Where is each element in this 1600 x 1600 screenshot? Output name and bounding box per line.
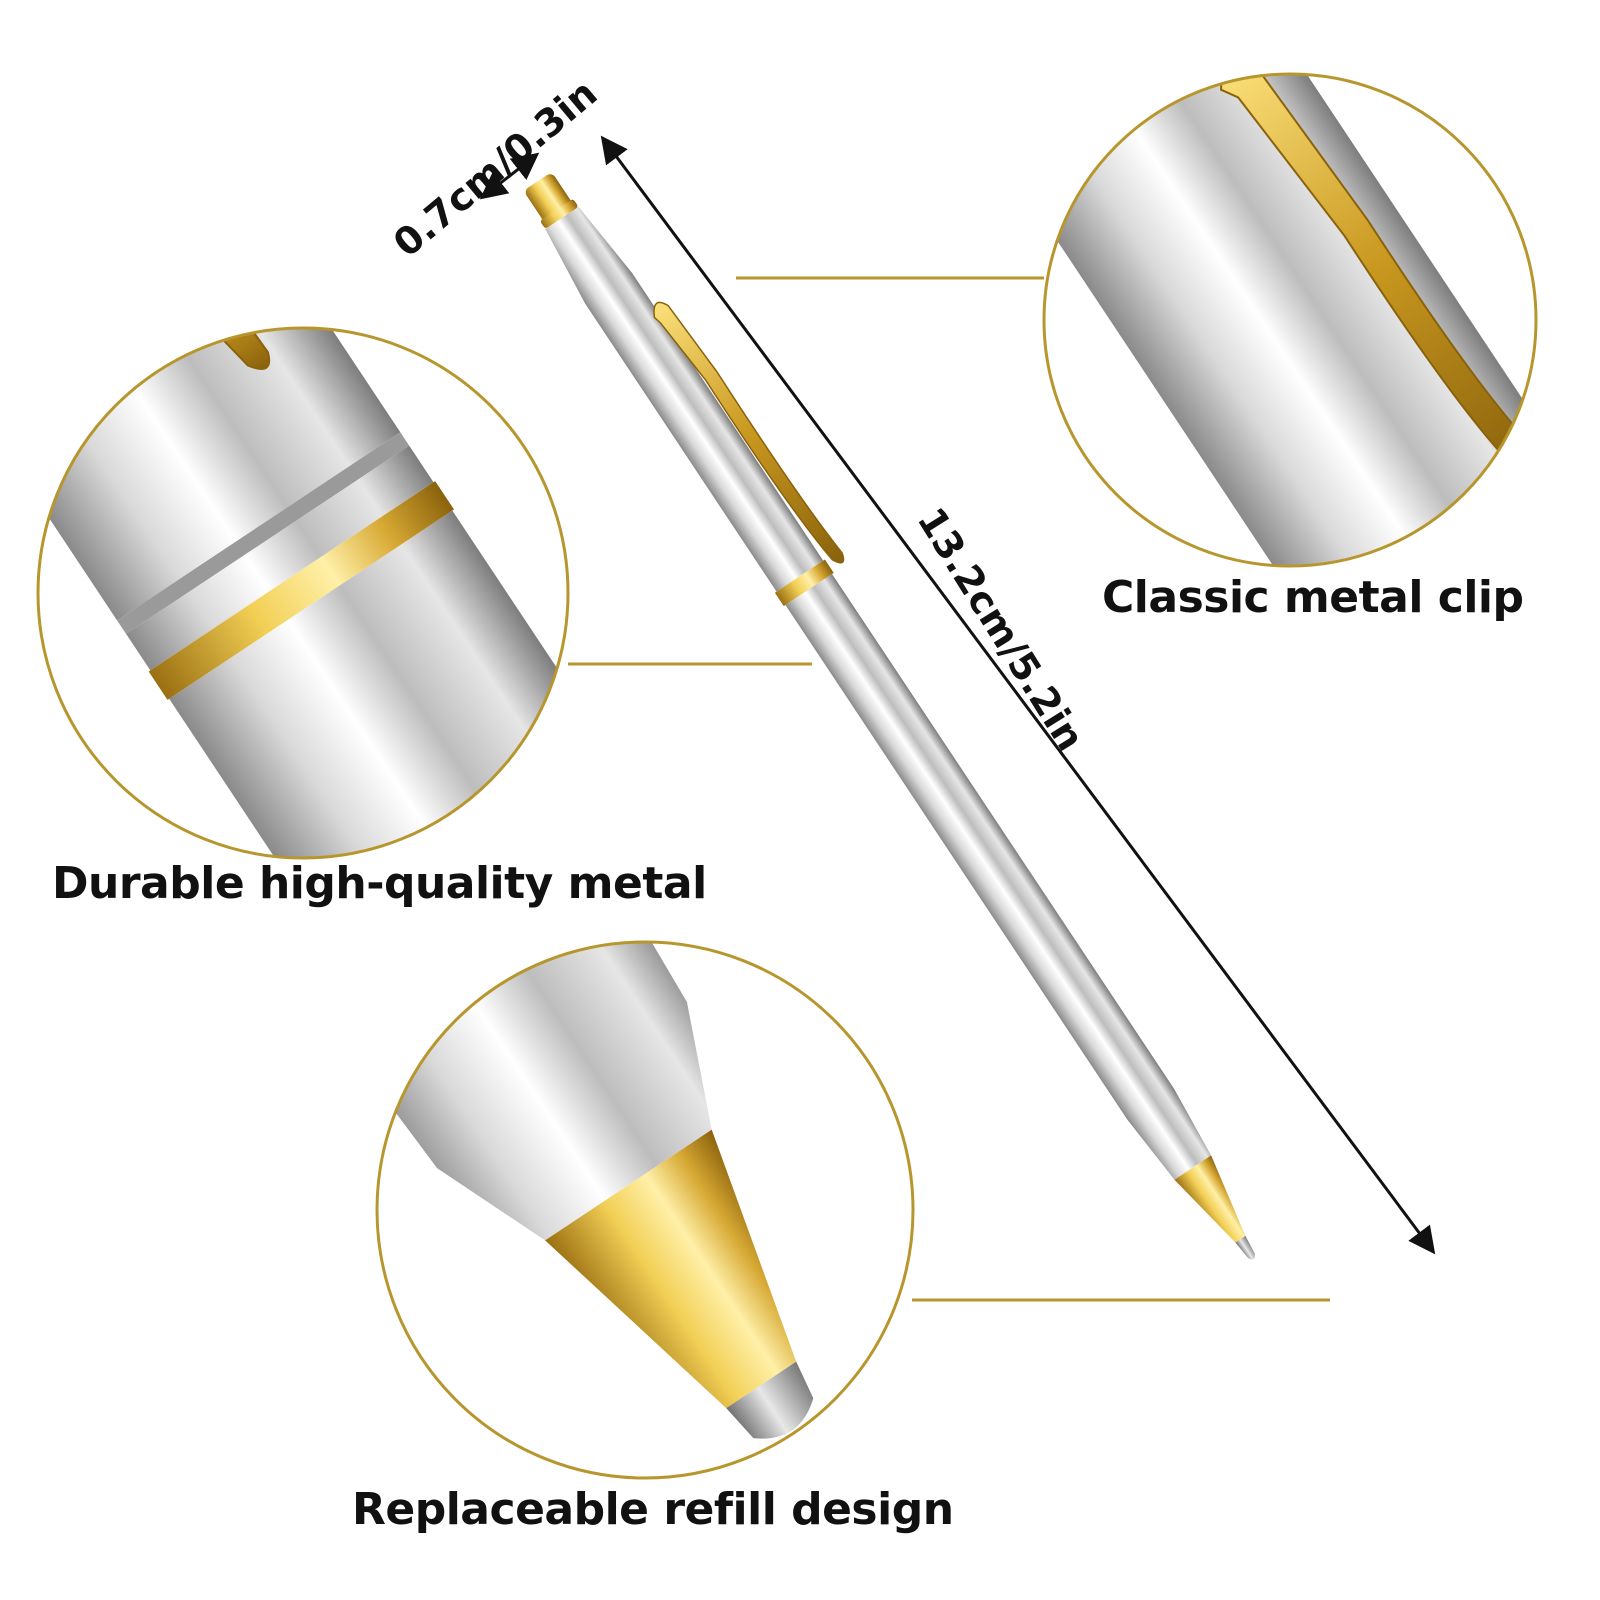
width-dimension-arrow — [479, 152, 540, 200]
refill-caption: Replaceable refill design — [352, 1484, 954, 1535]
pen-upper-body — [545, 206, 824, 592]
pen-body-closeup — [169, 328, 271, 370]
metal-closeup-circle — [36, 326, 570, 860]
length-dimension-arrow — [600, 135, 1436, 1255]
pen-tip-closeup — [545, 1129, 797, 1409]
clip-caption: Classic metal clip — [1102, 572, 1524, 623]
gold-ring-closeup — [148, 481, 455, 700]
metal-caption: Durable high-quality metal — [52, 858, 707, 909]
